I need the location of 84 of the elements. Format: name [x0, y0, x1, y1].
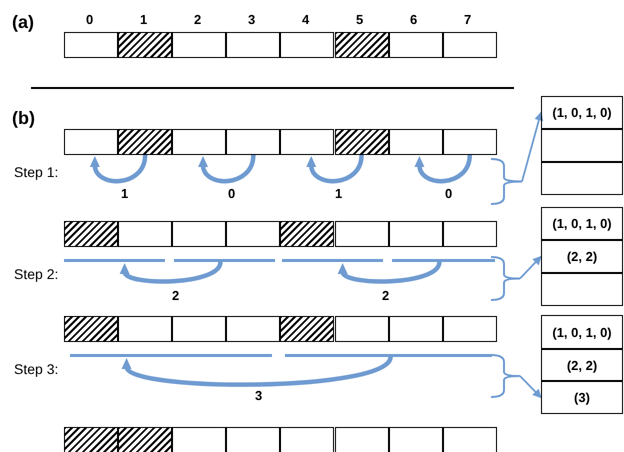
table-cell: (1, 0, 1, 0): [541, 96, 623, 129]
segment-bar: [174, 259, 275, 262]
table-cell: (1, 0, 1, 0): [541, 207, 623, 240]
hatched-cell: [64, 221, 118, 247]
array-cell: [172, 129, 226, 155]
array-cell: [172, 32, 226, 58]
index-number: 2: [194, 12, 202, 27]
index-number: 3: [248, 12, 256, 27]
array-cell: [226, 129, 280, 155]
hatched-cell: [64, 316, 118, 342]
edge-label: 1: [121, 186, 128, 201]
hatched-cell: [334, 129, 389, 155]
table-cell: (2, 2): [541, 240, 623, 273]
index-number: 0: [86, 12, 94, 27]
array-cell: [388, 316, 443, 342]
edge-label: 3: [255, 388, 262, 403]
array-cell: [442, 427, 497, 452]
array-cell: [172, 427, 226, 452]
index-number: 7: [464, 12, 472, 27]
step-label: Step 1:: [14, 164, 58, 180]
array-cell: [226, 316, 280, 342]
table-cell: (1, 0, 1, 0): [541, 315, 623, 349]
index-number: 4: [302, 12, 310, 27]
panel-label: (a): [12, 12, 34, 33]
table-cell: (3): [541, 381, 623, 414]
array-cell: [388, 221, 443, 247]
array-cell: [172, 316, 226, 342]
curly-brace: [490, 158, 522, 205]
index-number: 6: [410, 12, 418, 27]
array-cell: [226, 427, 280, 452]
array-cell: [64, 32, 118, 58]
edge-label: 1: [335, 186, 342, 201]
array-cell: [64, 129, 118, 155]
array-cell: [226, 32, 280, 58]
step-label: Step 2:: [14, 266, 58, 282]
array-cell: [280, 129, 334, 155]
hatched-cell: [118, 32, 172, 58]
array-cell: [442, 221, 497, 247]
arrow: [414, 154, 472, 184]
curly-brace: [490, 354, 520, 398]
arrow: [521, 112, 544, 182]
array-cell: [118, 221, 172, 247]
array-cell: [172, 221, 226, 247]
array-cell: [334, 427, 389, 452]
curly-brace: [490, 256, 520, 301]
step-label: Step 3:: [14, 361, 58, 377]
table-cell: (2, 2): [541, 349, 623, 381]
segment-bar: [392, 259, 495, 262]
array-cell: [442, 316, 497, 342]
segment-bar: [70, 354, 272, 357]
arrow: [306, 154, 364, 184]
array-cell: [280, 32, 334, 58]
hatched-cell: [334, 32, 389, 58]
table-cell: [541, 162, 623, 195]
array-cell: [226, 221, 280, 247]
array-cell: [388, 427, 443, 452]
array-cell: [442, 32, 497, 58]
hatched-cell: [118, 129, 172, 155]
panel-label: (b): [12, 108, 35, 129]
edge-label: 0: [445, 186, 452, 201]
array-cell: [334, 221, 389, 247]
hatched-cell: [280, 221, 334, 247]
hatched-cell: [64, 427, 118, 452]
edge-label: 0: [228, 186, 236, 201]
array-cell: [442, 129, 497, 155]
array-cell: [118, 316, 172, 342]
array-cell: [334, 316, 389, 342]
index-number: 1: [140, 12, 148, 27]
table-cell: [541, 129, 623, 162]
hatched-cell: [118, 427, 172, 452]
arrow: [519, 375, 542, 398]
arrow: [120, 356, 392, 387]
array-cell: [388, 32, 443, 58]
edge-label: 2: [172, 288, 180, 303]
array-cell: [280, 427, 334, 452]
segment-bar: [64, 259, 165, 262]
segment-bar: [282, 259, 383, 262]
edge-label: 2: [382, 288, 390, 303]
table-cell: [541, 273, 623, 306]
array-cell: [388, 129, 443, 155]
segment-bar: [285, 354, 492, 357]
hatched-cell: [280, 316, 334, 342]
index-number: 5: [356, 12, 364, 27]
arrow: [519, 256, 542, 280]
